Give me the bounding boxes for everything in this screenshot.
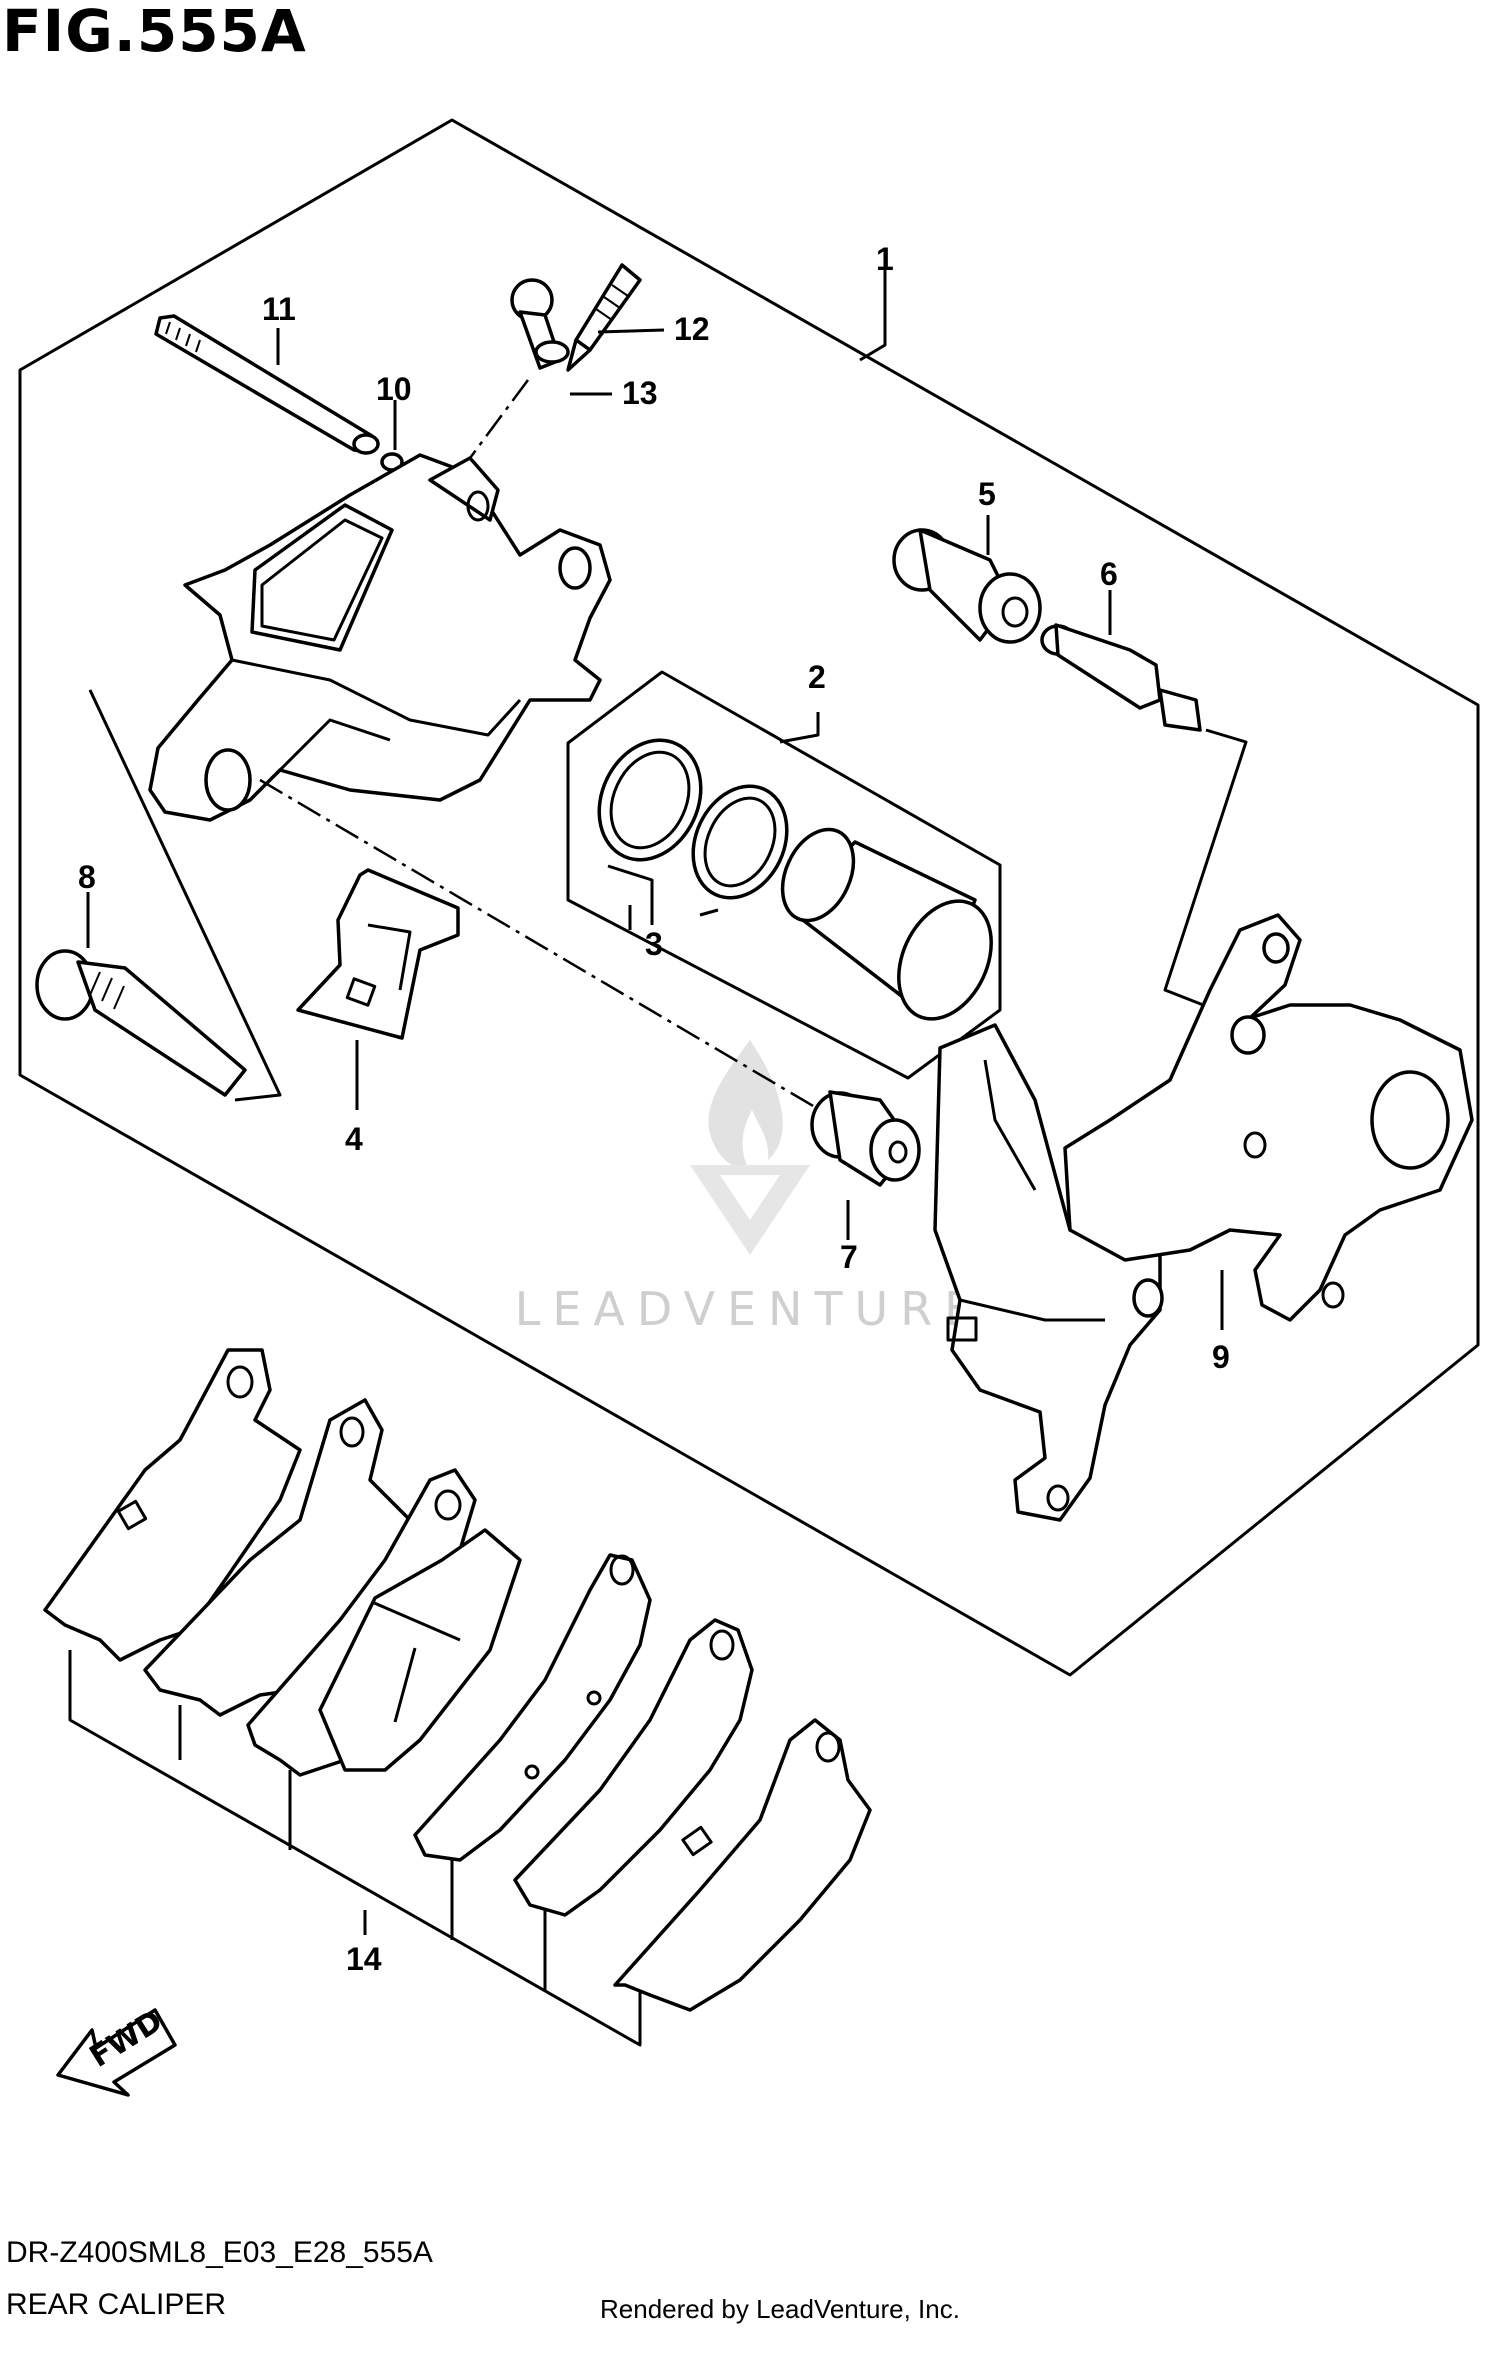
dust-seal-3	[691, 784, 789, 900]
pad-plate-4	[413, 1553, 652, 1862]
callout-13: 13	[622, 375, 658, 411]
diagram-code: DR-Z400SML8_E03_E28_555A	[6, 2236, 433, 2269]
assembly-outline	[18, 118, 1480, 1677]
pad-spring-4	[296, 868, 460, 1040]
diagram-caption: REAR CALIPER	[6, 2288, 227, 2321]
leader-3	[607, 864, 719, 917]
callout-6: 6	[1100, 556, 1118, 592]
slide-pin-8	[35, 949, 247, 1097]
callout-14: 14	[346, 1941, 382, 1977]
pad-plate-1	[43, 1348, 302, 1662]
pin-8-outline	[88, 689, 282, 1102]
figure-title: FIG.555A	[2, 0, 307, 65]
bleeder-valve-12	[566, 263, 642, 372]
caliper-body	[148, 453, 612, 822]
caliper-bracket-9	[933, 913, 1474, 1522]
pad-plate-5	[513, 1618, 754, 1917]
bracket-pin-6	[1040, 623, 1202, 732]
leader-pin-6	[1163, 728, 1248, 1012]
brake-pads-14	[43, 1348, 872, 2047]
callout-8: 8	[78, 859, 96, 895]
union-bolt-13	[510, 278, 570, 370]
boot-5	[892, 528, 1042, 644]
callout-7: 7	[840, 1239, 858, 1275]
callout-1: 1	[876, 241, 894, 277]
callout-11: 11	[262, 291, 296, 327]
pad-friction-3	[318, 1528, 522, 1772]
rendered-by-footer: Rendered by LeadVenture, Inc.	[600, 2294, 960, 2324]
callout-10: 10	[376, 371, 412, 407]
callout-12: 12	[674, 311, 710, 347]
watermark-text: LEADVENTURE	[515, 1282, 986, 1336]
callout-4: 4	[345, 1121, 363, 1157]
slide-pin-11	[154, 314, 380, 455]
leader-bleeder	[468, 379, 530, 459]
fwd-arrow-icon: FWD	[56, 2004, 177, 2097]
leader-lines	[86, 270, 1224, 1935]
callout-3: 3	[645, 926, 663, 962]
seal-kit-outline	[566, 670, 1002, 1080]
boot-7	[810, 1090, 921, 1187]
leadventure-logo-icon	[690, 1040, 810, 1255]
piston-2	[780, 827, 993, 1021]
callout-9: 9	[1212, 1339, 1230, 1375]
callout-2: 2	[808, 659, 826, 695]
callout-5: 5	[978, 476, 996, 512]
centerline	[259, 778, 821, 1112]
piston-seal-3	[597, 738, 703, 862]
pad-plate-6	[613, 1718, 872, 2012]
